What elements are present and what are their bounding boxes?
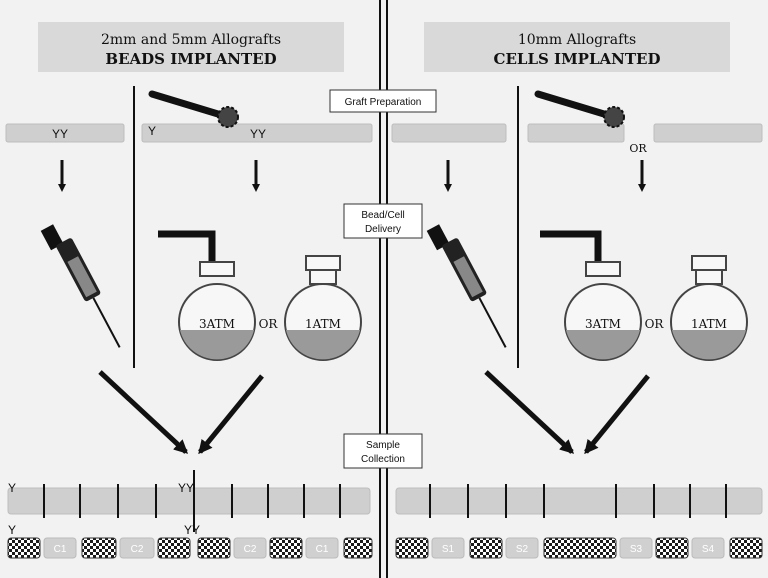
left-segment-hatch [81,537,117,559]
right-segment-label: S1 [442,544,455,555]
step-collection-line2: Collection [361,454,405,465]
left-sample-ticks [43,470,341,532]
step-collection-line1: Sample [366,440,400,451]
left-segment-plain [233,537,267,559]
right-sample-tube [395,487,763,515]
left-segment-mark-a: Y [8,523,16,537]
right-flask-b-label: 1ATM [691,317,727,331]
right-segment-plain [431,537,465,559]
right-segment-hatch [395,537,429,559]
left-segment-hatch [197,537,231,559]
step-box [329,89,437,113]
left-flask-b-label: 1ATM [305,317,341,331]
right-converge-arrow-b [584,374,650,455]
right-flask-or: OR [645,317,665,331]
rotating-tool-icon [148,90,239,128]
step-graft-preparation: Graft Preparation [329,89,437,113]
right-title-line1: 10mm Allografts [518,32,636,48]
left-segment-label: C2 [244,544,257,555]
pressure-flask-icon: 3ATM [158,230,256,361]
step-sample-collection: Sample Collection [343,433,423,469]
right-segment-label: S4 [702,544,715,555]
rotating-tool-icon [534,90,625,128]
right-segment-plain [691,537,725,559]
right-graft-tube-a [391,123,507,143]
left-title-line2: BEADS IMPLANTED [105,50,276,68]
left-graft-tube-a [5,123,125,143]
step-box [343,203,423,239]
right-segment-plain [505,537,539,559]
left-segment-hatch [343,537,373,559]
left-graft-mark-b: Y [148,124,156,138]
left-graft-mark-a: YY [52,127,68,141]
right-flask-a-label: 3ATM [585,317,621,331]
right-sample-ticks [429,484,727,518]
right-segment-hatch [729,537,763,559]
left-sample-mark-b: YY [178,481,194,495]
pressure-flask-icon: 3ATM [540,230,642,361]
step-delivery-line1: Bead/Cell [361,210,404,221]
step-delivery-line2: Delivery [365,224,401,235]
right-segment-hatch [655,537,689,559]
right-panel: 10mm Allografts CELLS IMPLANTED OR 3ATM … [391,22,763,559]
left-segment-label: C1 [316,544,329,555]
left-converge-arrow-b [198,374,264,455]
right-flask-b: 1ATM [670,255,748,361]
left-segment-plain [43,537,77,559]
left-segment-plain [119,537,155,559]
left-segment-mark-b: YY [184,523,200,537]
left-converge-arrow-a [98,370,189,454]
left-title-line1: 2mm and 5mm Allografts [101,32,281,48]
right-graft-tube-c [653,123,763,143]
syringe-icon [40,224,121,348]
right-title-box [424,22,730,72]
right-converge-arrow-a [484,370,575,454]
right-segment-label: S2 [516,544,529,555]
right-graft-tube-b [527,123,625,143]
left-flask-or: OR [259,317,279,331]
left-title-box [38,22,344,72]
left-sample-mark-a: Y [8,481,16,495]
step-delivery: Bead/Cell Delivery [343,203,423,239]
right-segment-plain [619,537,653,559]
right-flask-a-neck [585,261,621,277]
right-graft-or: OR [629,142,647,155]
left-flask-b: 1ATM [284,255,362,361]
left-graft-mark-c: YY [250,127,266,141]
left-panel: 2mm and 5mm Allografts BEADS IMPLANTED Y… [5,22,373,559]
left-segment-hatch [269,537,303,559]
left-flask-a-neck [199,261,235,277]
left-segment-label: C1 [54,544,67,555]
left-flask-a-label: 3ATM [199,317,235,331]
left-graft-tube-b [141,123,373,143]
left-segment-hatch [157,537,191,559]
right-segment-hatch [469,537,503,559]
left-segment-hatch [7,537,41,559]
right-segment-label: S3 [630,544,643,555]
step-graft-preparation-label: Graft Preparation [345,97,422,108]
step-box [343,433,423,469]
left-sample-tube [7,487,371,515]
left-segment-label: C2 [131,544,144,555]
right-segment-hatch [543,537,617,559]
syringe-icon [426,224,507,348]
right-title-line2: CELLS IMPLANTED [494,50,661,68]
left-segment-plain [305,537,339,559]
